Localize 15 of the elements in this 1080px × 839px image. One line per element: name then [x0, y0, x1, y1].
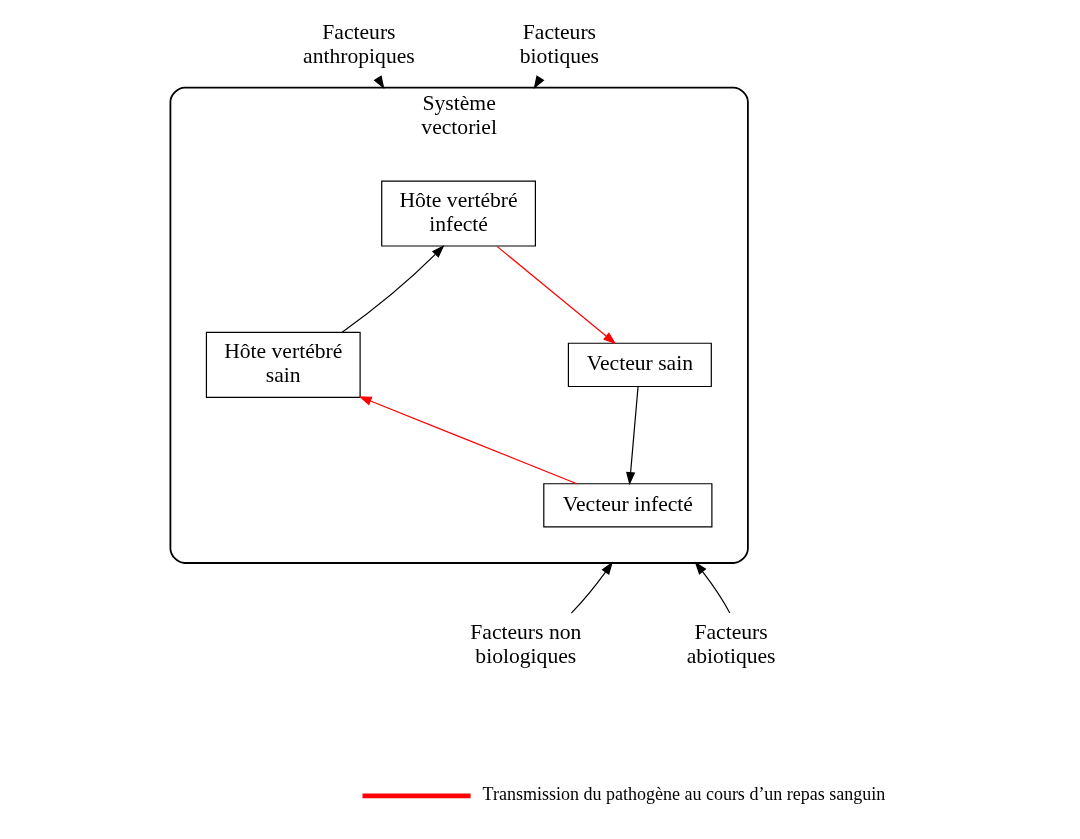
node-box: Hôte vertébré sain — [205, 331, 361, 398]
node-box: Vecteur sain — [567, 342, 712, 388]
node-box: Hôte vertébré infecté — [380, 180, 536, 247]
node-text: Facteurs abiotiques — [686, 620, 776, 669]
node-text: Facteurs anthropiques — [302, 19, 415, 68]
arrow — [358, 396, 577, 485]
arrow — [495, 245, 616, 345]
arrow — [340, 245, 444, 333]
node-text: Facteurs non biologiques — [469, 620, 581, 669]
arrow — [694, 561, 730, 614]
legend-label: Transmission du pathogène au cours d’un repas sanguin — [482, 784, 885, 805]
node-text: Facteurs biotiques — [519, 19, 599, 68]
arrow — [570, 561, 613, 614]
arrow — [625, 386, 639, 486]
node-box: Vecteur infecté — [542, 483, 712, 528]
